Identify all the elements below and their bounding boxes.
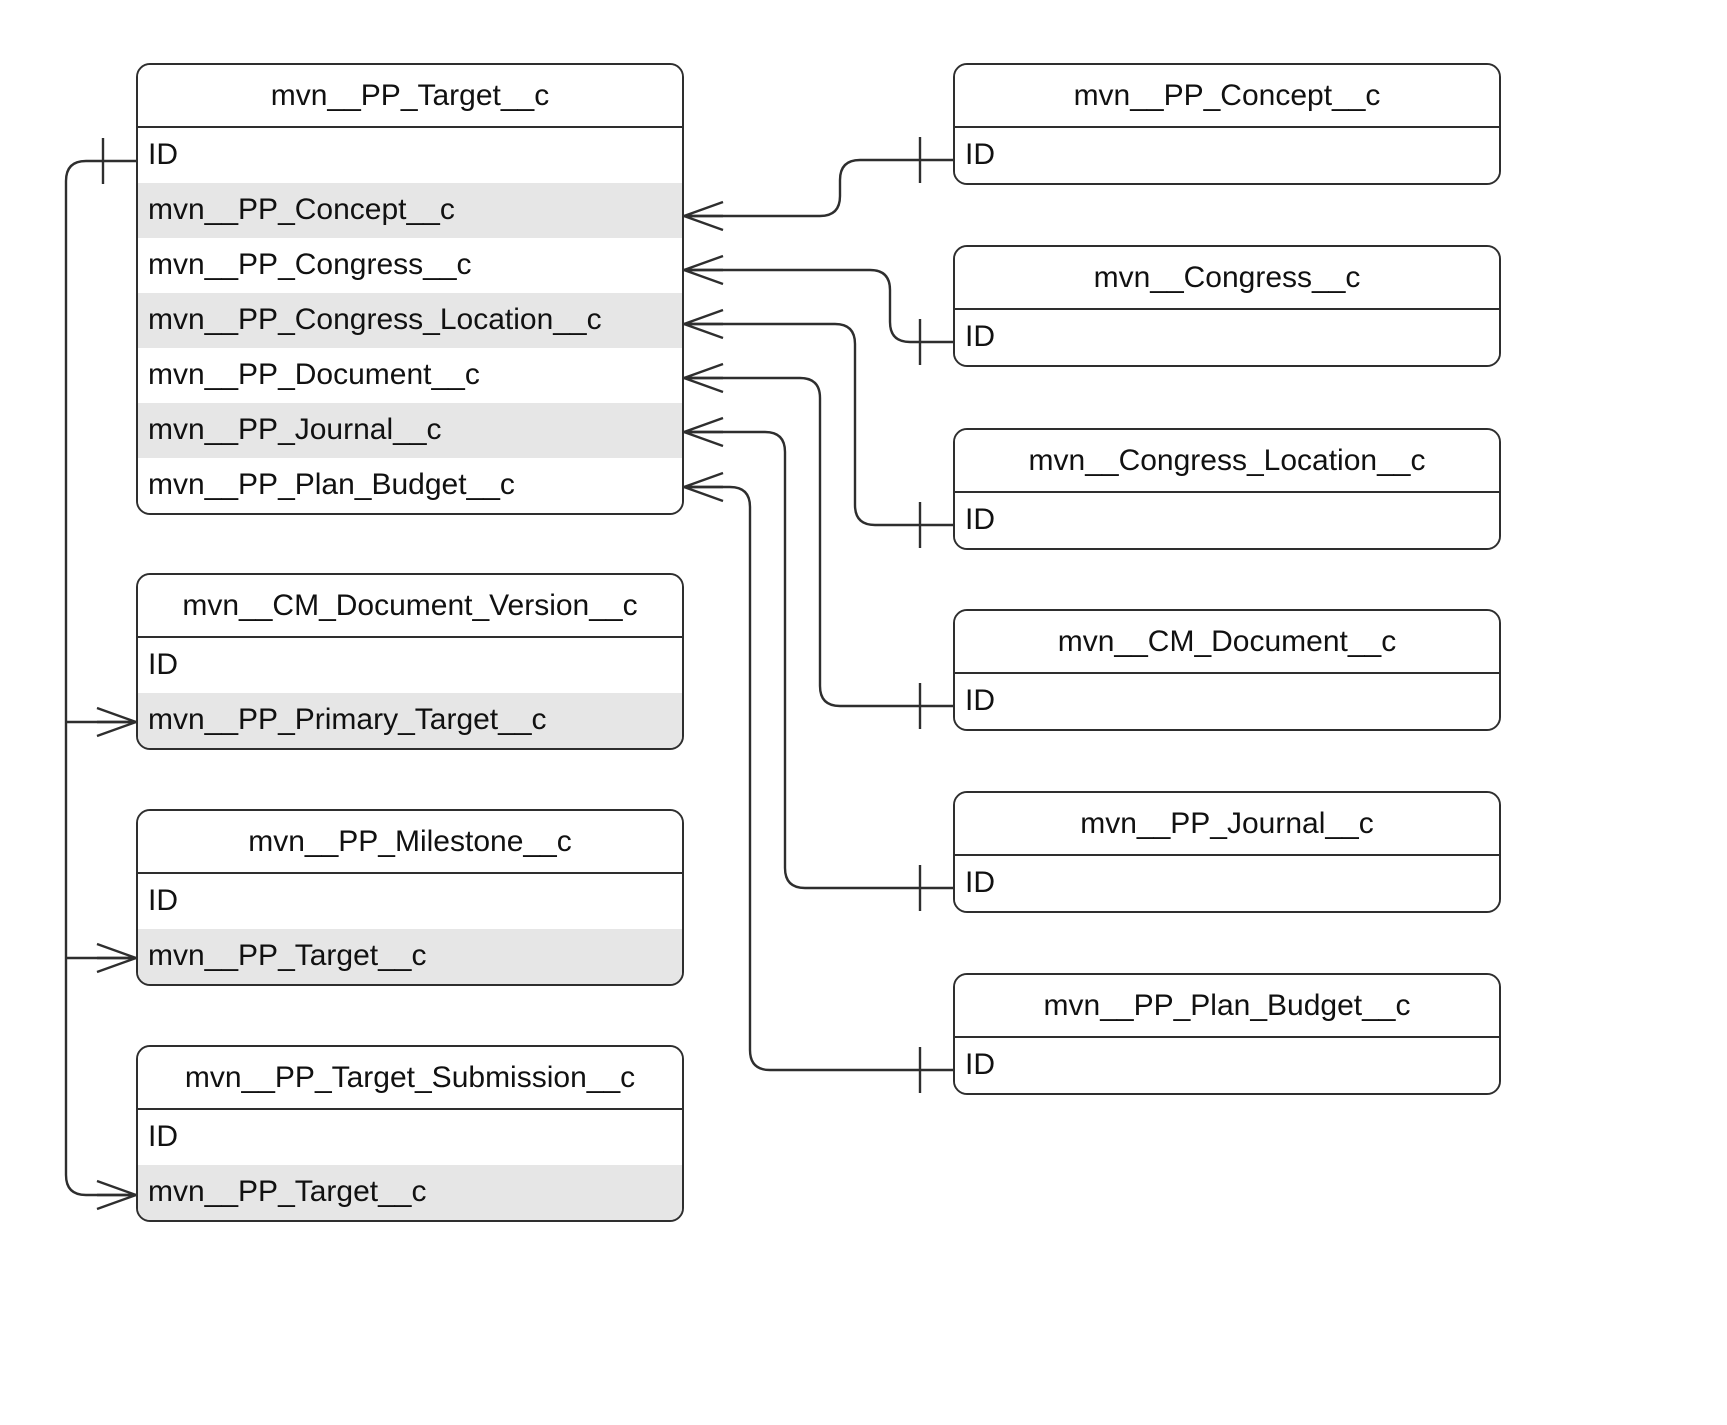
entity-title: mvn__PP_Target_Submission__c bbox=[138, 1047, 682, 1110]
entity-field-row[interactable]: ID bbox=[955, 674, 1499, 729]
crowsfoot-plan-budget bbox=[683, 471, 724, 503]
entity-title: mvn__Congress__c bbox=[955, 247, 1499, 310]
entity-table-congress[interactable]: mvn__Congress__c ID bbox=[953, 245, 1501, 367]
entity-title: mvn__CM_Document_Version__c bbox=[138, 575, 682, 638]
entity-field-row[interactable]: mvn__PP_Document__c bbox=[138, 348, 682, 403]
crowsfoot-concept bbox=[683, 200, 724, 232]
link-concept bbox=[684, 158, 953, 218]
link-congress-location bbox=[684, 322, 953, 527]
entity-title: mvn__Congress_Location__c bbox=[955, 430, 1499, 493]
entity-table-cm-document[interactable]: mvn__CM_Document__c ID bbox=[953, 609, 1501, 731]
crowsfoot-doc-version bbox=[96, 706, 137, 738]
link-plan-budget bbox=[684, 485, 953, 1072]
link-congress bbox=[684, 268, 953, 344]
entity-field-row[interactable]: ID bbox=[138, 638, 682, 693]
entity-field-row[interactable]: ID bbox=[955, 128, 1499, 183]
entity-field-row[interactable]: ID bbox=[138, 1110, 682, 1165]
entity-table-congress-location[interactable]: mvn__Congress_Location__c ID bbox=[953, 428, 1501, 550]
spine-path bbox=[64, 159, 136, 1197]
link-journal bbox=[684, 430, 953, 890]
entity-field-row[interactable]: ID bbox=[955, 493, 1499, 548]
link-document bbox=[684, 376, 953, 708]
entity-title: mvn__PP_Plan_Budget__c bbox=[955, 975, 1499, 1038]
entity-field-row[interactable]: ID bbox=[138, 874, 682, 929]
entity-field-row[interactable]: mvn__PP_Plan_Budget__c bbox=[138, 458, 682, 513]
entity-title: mvn__CM_Document__c bbox=[955, 611, 1499, 674]
entity-field-row[interactable]: mvn__PP_Concept__c bbox=[138, 183, 682, 238]
crowsfoot-journal bbox=[683, 416, 724, 448]
crowsfoot-submission bbox=[96, 1179, 137, 1211]
entity-field-row[interactable]: mvn__PP_Target__c bbox=[138, 1165, 682, 1220]
entity-title: mvn__PP_Journal__c bbox=[955, 793, 1499, 856]
entity-table-pp-journal[interactable]: mvn__PP_Journal__c ID bbox=[953, 791, 1501, 913]
crowsfoot-document bbox=[683, 362, 724, 394]
connector-congress-location bbox=[683, 308, 953, 548]
connector-plan-budget bbox=[683, 471, 953, 1093]
entity-table-pp-plan-budget[interactable]: mvn__PP_Plan_Budget__c ID bbox=[953, 973, 1501, 1095]
entity-title: mvn__PP_Target__c bbox=[138, 65, 682, 128]
entity-table-pp-milestone[interactable]: mvn__PP_Milestone__c ID mvn__PP_Target__… bbox=[136, 809, 684, 986]
connector-concept bbox=[683, 137, 953, 232]
entity-title: mvn__PP_Concept__c bbox=[955, 65, 1499, 128]
entity-title: mvn__PP_Milestone__c bbox=[138, 811, 682, 874]
connector-journal bbox=[683, 416, 953, 911]
entity-field-row[interactable]: ID bbox=[955, 856, 1499, 911]
connector-congress bbox=[683, 254, 953, 365]
entity-table-pp-target[interactable]: mvn__PP_Target__c ID mvn__PP_Concept__c … bbox=[136, 63, 684, 515]
entity-field-row[interactable]: mvn__PP_Congress_Location__c bbox=[138, 293, 682, 348]
crowsfoot-congress-location bbox=[683, 308, 724, 340]
connector-target-to-children bbox=[64, 138, 137, 1211]
entity-field-row[interactable]: mvn__PP_Target__c bbox=[138, 929, 682, 984]
crowsfoot-congress bbox=[683, 254, 724, 286]
entity-table-cm-document-version[interactable]: mvn__CM_Document_Version__c ID mvn__PP_P… bbox=[136, 573, 684, 750]
entity-field-row[interactable]: ID bbox=[955, 310, 1499, 365]
connector-document bbox=[683, 362, 953, 729]
entity-field-row[interactable]: ID bbox=[955, 1038, 1499, 1093]
crowsfoot-milestone bbox=[96, 942, 137, 974]
entity-field-row[interactable]: mvn__PP_Journal__c bbox=[138, 403, 682, 458]
entity-field-row[interactable]: mvn__PP_Congress__c bbox=[138, 238, 682, 293]
entity-field-row[interactable]: mvn__PP_Primary_Target__c bbox=[138, 693, 682, 748]
entity-field-row[interactable]: ID bbox=[138, 128, 682, 183]
entity-table-pp-target-submission[interactable]: mvn__PP_Target_Submission__c ID mvn__PP_… bbox=[136, 1045, 684, 1222]
entity-table-pp-concept[interactable]: mvn__PP_Concept__c ID bbox=[953, 63, 1501, 185]
